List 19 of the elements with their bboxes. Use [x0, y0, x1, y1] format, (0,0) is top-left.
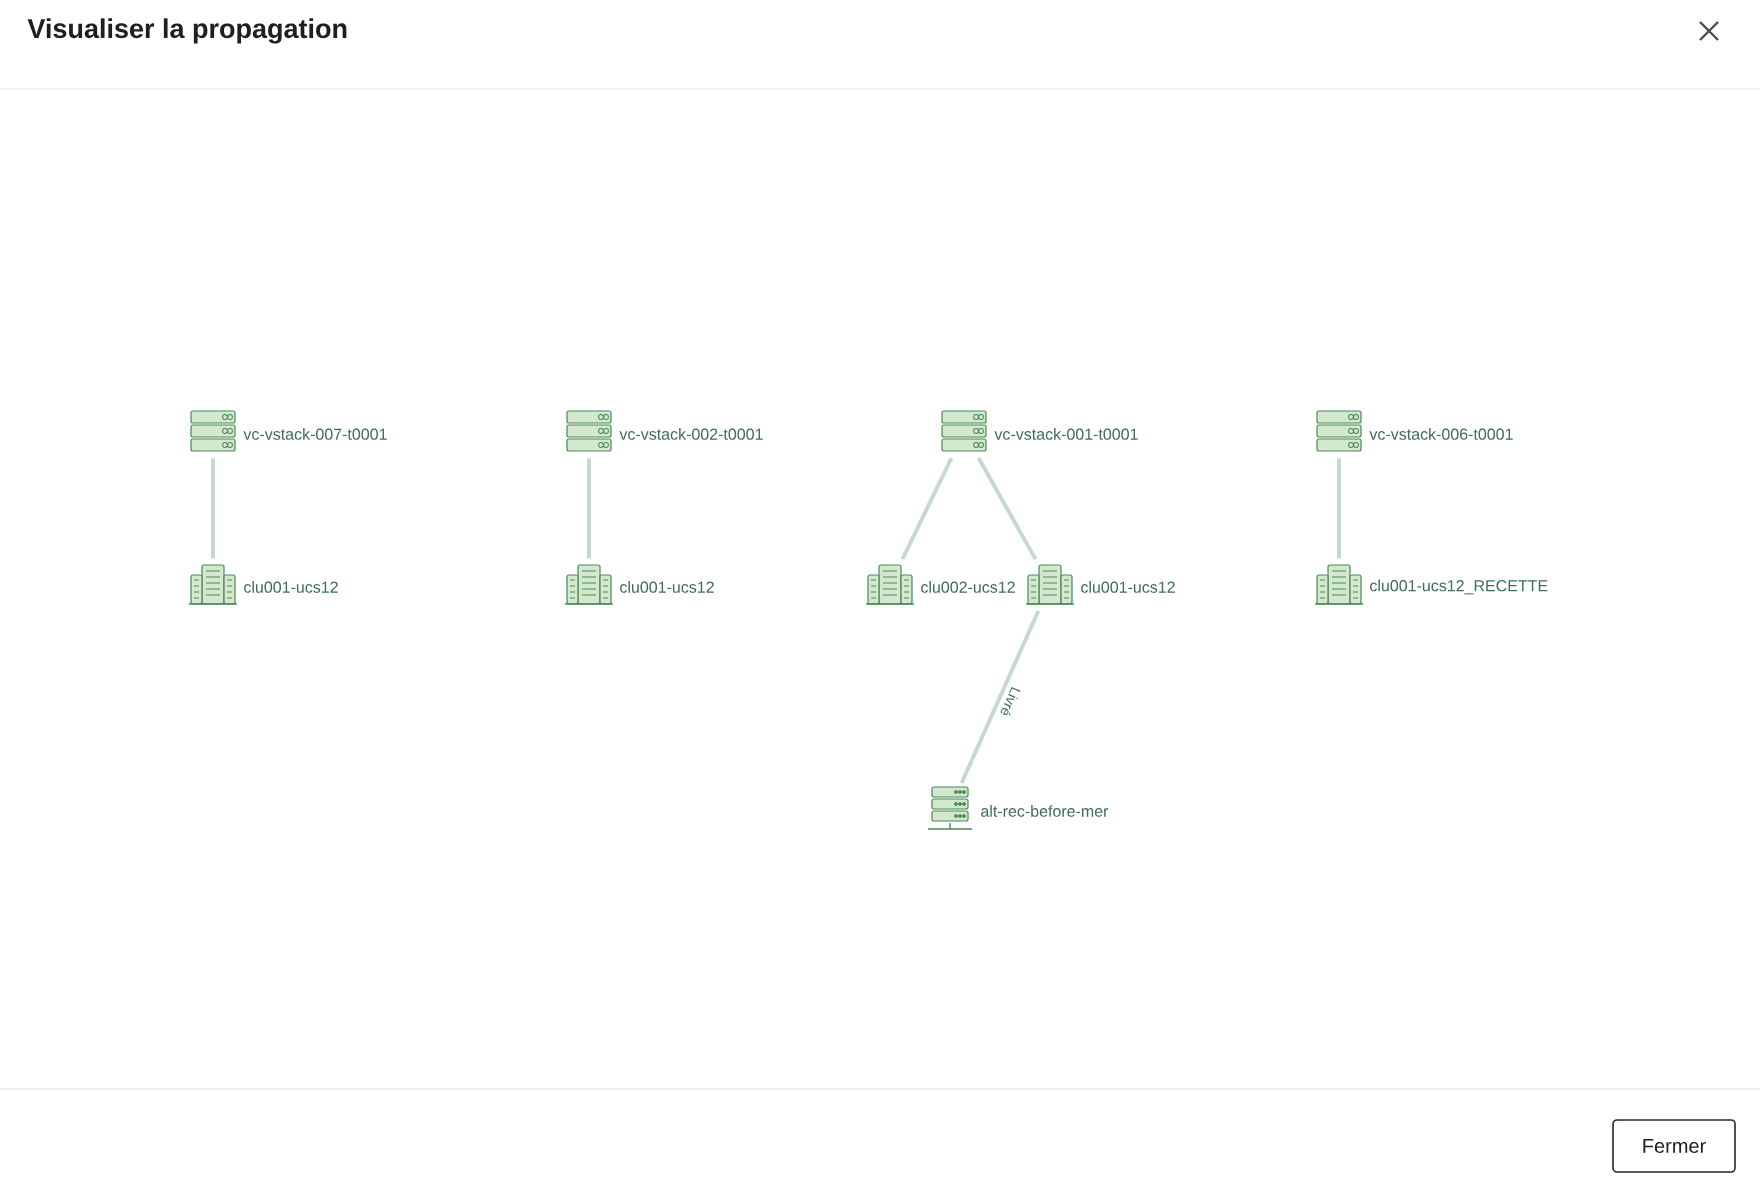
- node-label: vc-vstack-007-t0001: [243, 428, 387, 440]
- node-label: vc-vstack-001-t0001: [994, 428, 1138, 440]
- connector-line: [900, 457, 954, 560]
- node-label: vc-vstack-006-t0001: [1369, 428, 1513, 440]
- connector-line: [959, 610, 1041, 784]
- connector-line: [211, 458, 215, 559]
- node-label: clu002-ucs12: [921, 581, 1015, 593]
- connector-line: [587, 458, 591, 559]
- edge-label: Livré: [997, 683, 1025, 721]
- node-label: clu001-ucs12: [1081, 581, 1175, 593]
- node-label: clu001-ucs12_RECETTE: [1370, 579, 1548, 595]
- close-button: Fermer: [1612, 1119, 1736, 1173]
- dialog-title: Visualiser la propagation: [27, 18, 347, 44]
- node-label: clu001-ucs12: [620, 581, 714, 593]
- connector-line: [1337, 458, 1341, 559]
- connector-line: [976, 456, 1038, 561]
- node-label: clu001-ucs12: [244, 581, 338, 593]
- node-label: vc-vstack-002-t0001: [619, 428, 763, 440]
- node-label: alt-rec-before-mer: [981, 805, 1109, 817]
